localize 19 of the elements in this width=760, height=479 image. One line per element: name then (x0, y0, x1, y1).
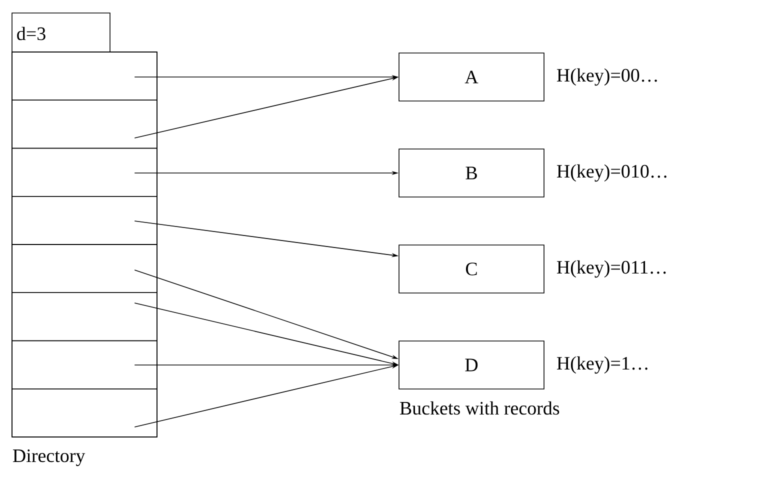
directory-cell (12, 340, 158, 390)
hash-label: H(key)=010… (556, 164, 666, 182)
node-label: Directory (12, 449, 86, 466)
directory-cell (12, 292, 158, 342)
hash-label: H(key)=1… (556, 356, 648, 374)
directory-cell (12, 52, 158, 101)
hash-label: H(key)=011… (556, 260, 666, 278)
directory-cell (12, 244, 158, 294)
directory-box: d=3 (12, 12, 158, 438)
bucket-box: A (398, 52, 544, 102)
directory-cell (12, 148, 158, 197)
directory-cell (12, 196, 158, 245)
bucket-box: C (398, 244, 544, 294)
node-label: d=3 (17, 26, 46, 40)
directory-cell (12, 100, 158, 149)
hash-label: H(key)=00… (556, 68, 657, 86)
directory-cell (12, 388, 158, 438)
bucket-box: D (398, 340, 544, 390)
bucket-box: B (398, 148, 544, 198)
